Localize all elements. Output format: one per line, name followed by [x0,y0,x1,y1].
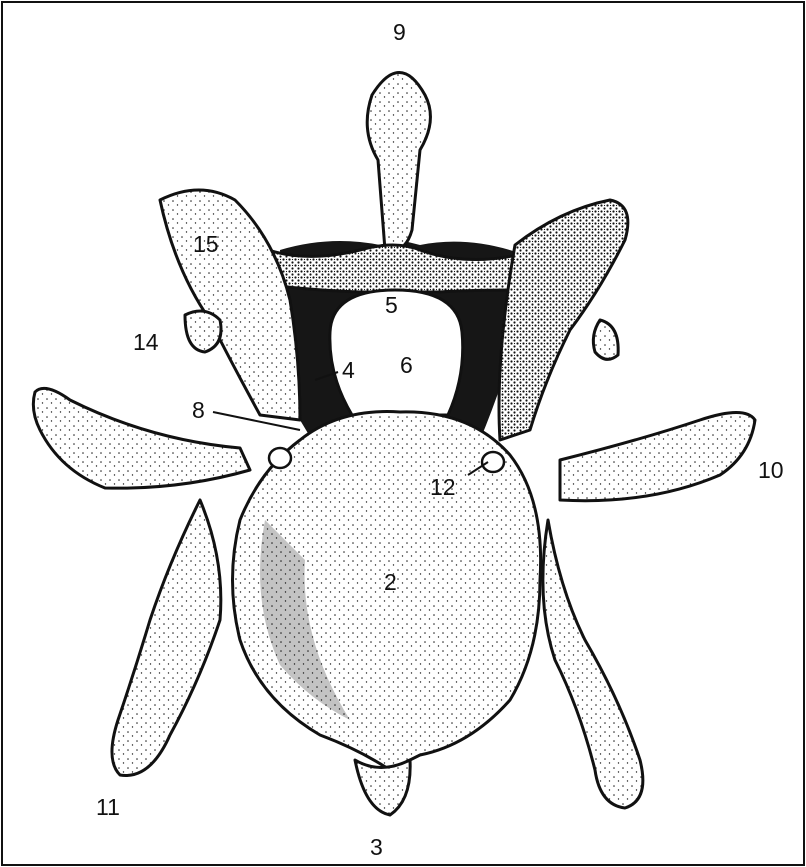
label-3: 3 [370,834,383,860]
left-superior-articular-process [160,190,300,420]
right-transverse-process [560,413,755,501]
label-11: 11 [96,794,120,820]
left-pedicle-notch [269,448,291,468]
label-10: 10 [758,457,784,483]
left-inferior-articular-process [112,500,221,776]
label-12: 12 [430,474,456,500]
right-pedicle-notch [482,452,504,472]
left-mammillary-process [185,311,221,352]
label-2: 2 [384,569,397,595]
spinous-process [367,73,430,251]
right-accessory-process [593,320,618,359]
right-superior-articular-process [499,200,628,440]
left-transverse-process [33,388,250,488]
label-8: 8 [192,397,205,423]
anterior-tubercle [355,760,410,815]
label-6: 6 [400,352,413,378]
right-inferior-articular-process [543,520,643,808]
label-14: 14 [133,329,159,355]
label-9: 9 [393,19,406,45]
label-4: 4 [342,357,355,383]
label-15: 15 [193,231,219,257]
label-5: 5 [385,292,398,318]
